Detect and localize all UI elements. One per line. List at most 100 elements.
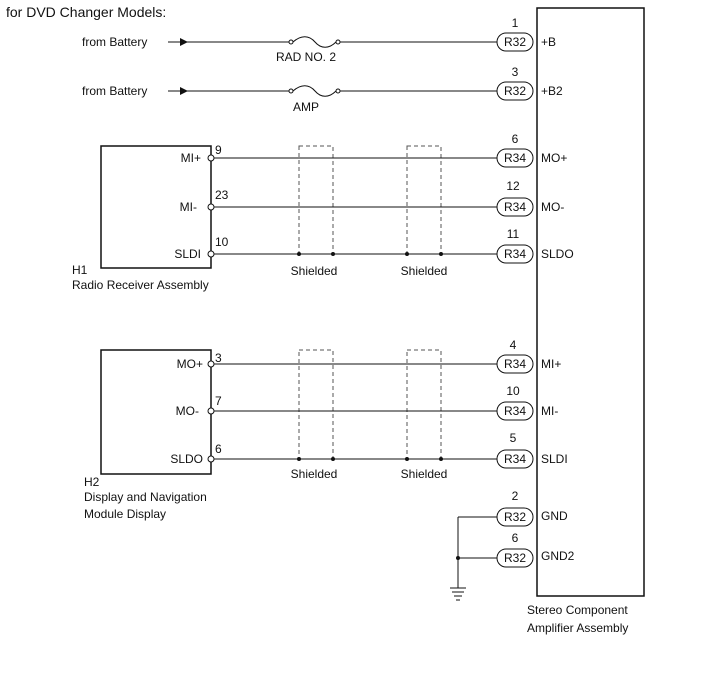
connector-pill (496, 548, 534, 568)
pin-number: 2 (512, 489, 519, 503)
supply-source-label: from Battery (82, 35, 147, 49)
splice-dot (439, 252, 443, 256)
pin-number: 3 (512, 65, 519, 79)
connector-code: R34 (504, 200, 526, 214)
supply-source-label: from Battery (82, 84, 147, 98)
splice-dot (331, 457, 335, 461)
source-pin-signal: MI+ (181, 151, 201, 165)
ground-icon (450, 587, 466, 601)
h1-name: Radio Receiver Assembly (72, 278, 209, 292)
h2-group: H2 Display and Navigation Module Display… (84, 338, 568, 521)
fuse-label: RAD NO. 2 (276, 50, 336, 64)
splice-dot (297, 252, 301, 256)
shield-label: Shielded (401, 264, 448, 278)
connector-pill (496, 507, 534, 527)
connector-pill (496, 148, 534, 168)
amp-pin-signal: MI+ (541, 357, 561, 371)
shield-box (406, 349, 442, 460)
connector-code: R34 (504, 404, 526, 418)
pin-number: 1 (512, 16, 519, 30)
amplifier-name-line2: Amplifier Assembly (527, 621, 628, 635)
source-pin-number: 23 (215, 188, 229, 202)
shield-label: Shielded (291, 467, 338, 481)
amp-pin-signal: SLDI (541, 452, 568, 466)
shield-box (298, 349, 334, 460)
shield-label: Shielded (401, 467, 448, 481)
shield-box (298, 145, 334, 255)
connector-pill (496, 401, 534, 421)
h1-wire-row: MI+ 9 R34 6 MO+ (181, 132, 567, 168)
amp-pin-signal: +B (541, 35, 556, 49)
pin-number: 4 (510, 338, 517, 352)
amp-pin-signal: SLDO (541, 247, 574, 261)
connector-code: R34 (504, 357, 526, 371)
connector-pill (496, 354, 534, 374)
source-pin-signal: SLDI (174, 247, 201, 261)
source-pin-number: 10 (215, 235, 229, 249)
connector-pill (496, 449, 534, 469)
terminal-circle (207, 203, 215, 211)
amp-pin-signal: MO- (541, 200, 564, 214)
connector-code: R32 (504, 84, 526, 98)
fuse-symbol (288, 85, 341, 97)
h1-group: H1 Radio Receiver Assembly Shielded Shie… (72, 132, 574, 292)
h2-name-line1: Display and Navigation (84, 490, 207, 504)
source-pin-number: 9 (215, 143, 222, 157)
pin-number: 11 (507, 227, 520, 241)
h2-wire-row: SLDO 6 R34 5 SLDI (170, 431, 568, 469)
pin-number: 12 (506, 179, 520, 193)
terminal-circle (207, 250, 215, 258)
pin-number: 10 (506, 384, 520, 398)
connector-code: R34 (504, 247, 526, 261)
amp-pin-signal: MO+ (541, 151, 567, 165)
pin-number: 6 (512, 132, 519, 146)
h1-wire-row: MI- 23 R34 12 MO- (180, 179, 564, 217)
source-pin-number: 6 (215, 442, 222, 456)
splice-dot (405, 457, 409, 461)
connector-pill (496, 244, 534, 264)
splice-dot (405, 252, 409, 256)
connector-code: R32 (504, 510, 526, 524)
amplifier-box (536, 7, 645, 597)
splice-dot (297, 457, 301, 461)
splice-dot (456, 556, 460, 560)
pin-number: 6 (512, 531, 519, 545)
diagram-title: for DVD Changer Models: (6, 4, 166, 20)
splice-dot (331, 252, 335, 256)
source-pin-signal: MO+ (177, 357, 203, 371)
terminal-circle (207, 455, 215, 463)
pin-number: 5 (510, 431, 517, 445)
source-pin-signal: SLDO (170, 452, 203, 466)
connector-pill (496, 197, 534, 217)
h2-code: H2 (84, 475, 100, 489)
amp-pin-signal: MI- (541, 404, 558, 418)
h2-name-line2: Module Display (84, 507, 166, 521)
terminal-circle (207, 154, 215, 162)
amp-pin-signal: GND (541, 509, 568, 523)
h1-code: H1 (72, 263, 88, 277)
source-pin-number: 7 (215, 394, 222, 408)
source-pin-signal: MO- (176, 404, 199, 418)
terminal-circle (207, 360, 215, 368)
shield-box (406, 145, 442, 255)
connector-code: R34 (504, 452, 526, 466)
connector-code: R32 (504, 35, 526, 49)
fuse-label: AMP (293, 100, 319, 114)
amplifier-name-line1: Stereo Component (527, 603, 628, 617)
amp-pin-signal: +B2 (541, 84, 563, 98)
amp-pin-signal: GND2 (541, 549, 575, 563)
h1-wire-row: SLDI 10 R34 11 SLDO (174, 227, 574, 264)
splice-dot (439, 457, 443, 461)
terminal-circle (207, 407, 215, 415)
connector-code: R32 (504, 551, 526, 565)
supply-row-1: from Battery RAD NO. 2 R32 1 +B (82, 16, 556, 64)
source-pin-number: 3 (215, 351, 222, 365)
h2-wire-row: MO- 7 R34 10 MI- (176, 384, 558, 421)
connector-pill (496, 81, 534, 101)
shield-label: Shielded (291, 264, 338, 278)
supply-row-2: from Battery AMP R32 3 +B2 (82, 65, 563, 114)
fuse-symbol (288, 36, 341, 48)
connector-code: R34 (504, 151, 526, 165)
source-pin-signal: MI- (180, 200, 197, 214)
